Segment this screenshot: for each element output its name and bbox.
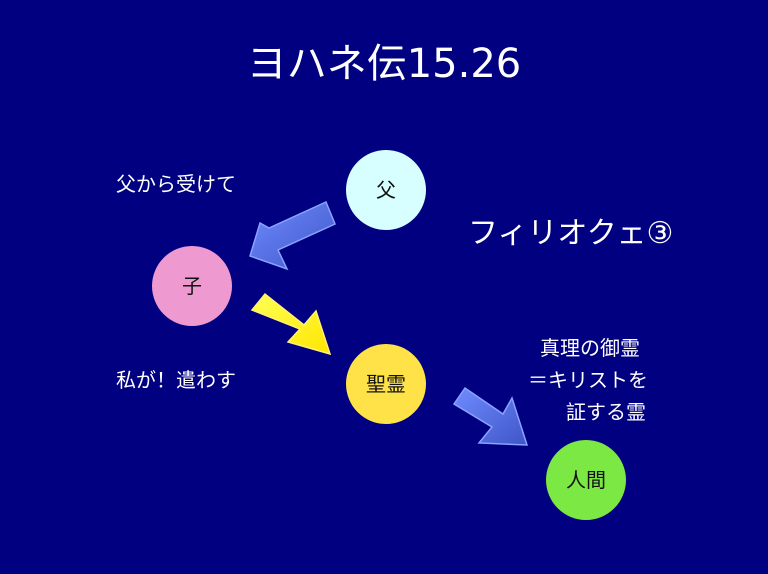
slide-title: ヨハネ伝15.26 [246,41,522,87]
truth-spirit-text: 真理の御霊 ＝キリストを 証する霊 [528,332,708,428]
truth-line-2: ＝キリストを [528,368,648,392]
node-human: 人間 [546,440,626,520]
truth-line-3: 証する霊 [566,400,646,424]
label-received-from-father: 父から受けて [116,172,236,196]
label-i-send: 私が！遣わす [116,368,236,392]
truth-line-1: 真理の御霊 [540,336,640,360]
node-son: 子 [152,246,232,326]
arrow-spirit-to-human [452,386,529,446]
arrow-son-to-spirit [250,292,332,356]
arrow-father-to-son [249,200,336,271]
slide-subtitle: フィリオクェ③ [468,216,674,251]
node-holy-spirit: 聖霊 [346,344,426,424]
node-father: 父 [346,150,426,230]
